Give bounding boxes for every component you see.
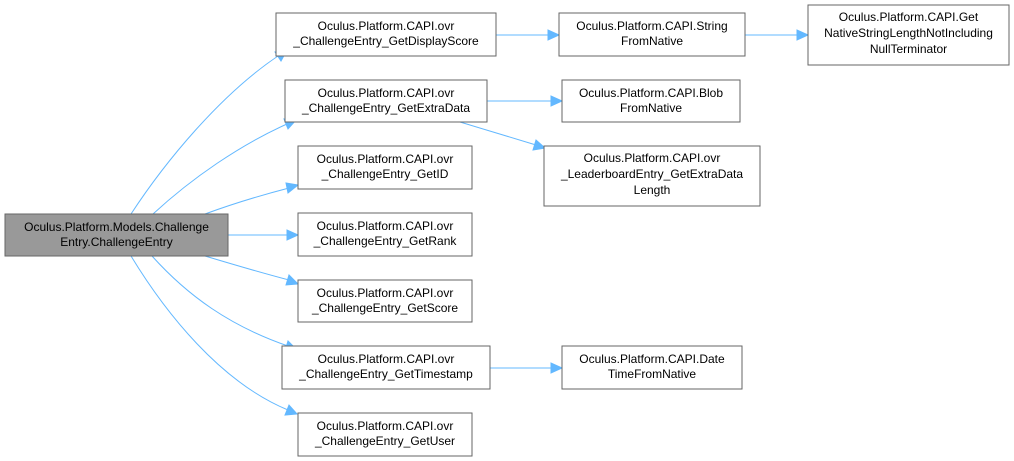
node-label-line: Oculus.Platform.CAPI.Blob xyxy=(579,86,723,100)
node-stringfromnative[interactable]: Oculus.Platform.CAPI.String FromNative xyxy=(558,12,746,57)
node-label-line: Oculus.Platform.CAPI.ovr xyxy=(317,219,454,233)
node-label-line: Oculus.Platform.CAPI.ovr xyxy=(317,419,454,433)
edge-arrowhead xyxy=(550,362,564,374)
node-label-line: _ChallengeEntry_GetDisplayScore xyxy=(292,34,479,48)
node-label-line: _ChallengeEntry_GetUser xyxy=(314,434,455,448)
node-label-line: _ChallengeEntry_GetID xyxy=(321,167,449,181)
node-datetimefromnative[interactable]: Oculus.Platform.CAPI.Date TimeFromNative xyxy=(561,345,743,390)
node-label-line: Oculus.Platform.CAPI.Get xyxy=(839,10,979,24)
node-gettimestamp[interactable]: Oculus.Platform.CAPI.ovr _ChallengeEntry… xyxy=(281,345,491,390)
node-label-line: Oculus.Platform.CAPI.ovr xyxy=(318,352,455,366)
node-label-line: Oculus.Platform.CAPI.ovr xyxy=(584,151,721,165)
edge-getextradata-to-leaderboardextradatalength xyxy=(459,121,537,146)
node-blobfromnative[interactable]: Oculus.Platform.CAPI.Blob FromNative xyxy=(561,79,741,123)
edge-root-to-gettimestamp xyxy=(151,255,289,347)
node-label-line: TimeFromNative xyxy=(608,367,697,381)
node-label-line: Oculus.Platform.CAPI.ovr xyxy=(317,152,454,166)
node-label-line: _ChallengeEntry_GetRank xyxy=(313,234,458,248)
edge-root-to-getdisplayscore xyxy=(130,55,279,215)
node-label-line: _LeaderboardEntry_GetExtraData xyxy=(560,167,743,181)
node-getdisplayscore[interactable]: Oculus.Platform.CAPI.ovr _ChallengeEntry… xyxy=(275,12,497,57)
node-label-line: Oculus.Platform.CAPI.ovr xyxy=(317,286,454,300)
edge-root-to-getid xyxy=(204,187,290,215)
edge-root-to-getscore xyxy=(204,255,290,281)
node-getuser[interactable]: Oculus.Platform.CAPI.ovr _ChallengeEntry… xyxy=(297,412,473,457)
node-getnativestringlength[interactable]: Oculus.Platform.CAPI.Get NativeStringLen… xyxy=(807,4,1010,66)
node-label-line: _ChallengeEntry_GetTimestamp xyxy=(298,367,473,381)
node-label-line: Oculus.Platform.CAPI.ovr xyxy=(318,19,455,33)
node-label-line: _ChallengeEntry_GetScore xyxy=(311,301,458,315)
edge-arrowhead xyxy=(284,404,299,416)
node-label-line: Oculus.Platform.CAPI.ovr xyxy=(318,86,455,100)
edge-arrowhead xyxy=(532,139,547,151)
edge-root-to-getuser xyxy=(130,255,289,411)
node-label-line: FromNative xyxy=(620,101,682,115)
node-label-line: _ChallengeEntry_GetExtraData xyxy=(301,101,470,115)
node-getid[interactable]: Oculus.Platform.CAPI.ovr _ChallengeEntry… xyxy=(297,145,473,190)
node-label-line: Oculus.Platform.Models.Challenge xyxy=(24,220,209,234)
node-layer: Oculus.Platform.Models.Challenge Entry.C… xyxy=(4,4,1010,457)
node-label-line: FromNative xyxy=(621,34,683,48)
node-label-line: Length xyxy=(634,183,671,197)
edge-arrowhead xyxy=(796,29,810,41)
edge-root-to-getextradata xyxy=(152,123,288,215)
edge-arrowhead xyxy=(285,274,300,286)
edge-arrowhead xyxy=(285,182,300,194)
node-label-line: NativeStringLengthNotIncluding xyxy=(824,26,993,40)
node-label-line: Oculus.Platform.CAPI.Date xyxy=(579,352,725,366)
node-label-line: Entry.ChallengeEntry xyxy=(60,235,173,249)
edge-layer xyxy=(130,29,810,416)
node-label-line: NullTerminator xyxy=(870,42,947,56)
node-label-line: Oculus.Platform.CAPI.String xyxy=(576,19,727,33)
edge-arrowhead xyxy=(286,229,300,241)
node-getscore[interactable]: Oculus.Platform.CAPI.ovr _ChallengeEntry… xyxy=(297,279,473,323)
node-getrank[interactable]: Oculus.Platform.CAPI.ovr _ChallengeEntry… xyxy=(297,212,473,257)
edge-arrowhead xyxy=(550,95,564,107)
node-getextradata[interactable]: Oculus.Platform.CAPI.ovr _ChallengeEntry… xyxy=(284,79,488,123)
node-leaderboardextradatalength[interactable]: Oculus.Platform.CAPI.ovr _LeaderboardEnt… xyxy=(543,145,761,207)
node-root[interactable]: Oculus.Platform.Models.Challenge Entry.C… xyxy=(4,213,229,257)
edge-arrowhead xyxy=(547,29,561,41)
